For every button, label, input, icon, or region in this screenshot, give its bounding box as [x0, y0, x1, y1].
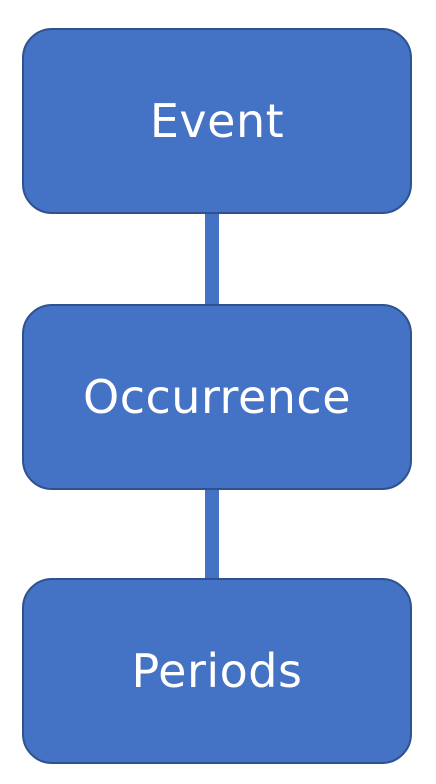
- node-occurrence: Occurrence: [22, 304, 412, 490]
- connector-occurrence-periods: [205, 488, 219, 580]
- connector-event-occurrence: [205, 212, 219, 306]
- node-event-label: Event: [149, 94, 285, 148]
- node-occurrence-label: Occurrence: [83, 370, 351, 424]
- node-periods-label: Periods: [131, 644, 303, 698]
- node-event: Event: [22, 28, 412, 214]
- node-periods: Periods: [22, 578, 412, 764]
